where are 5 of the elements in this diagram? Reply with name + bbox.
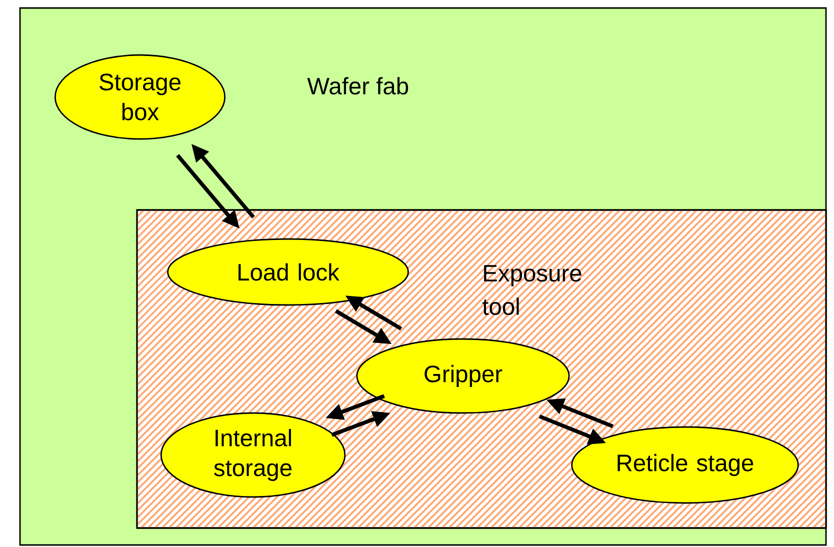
ellipse-node: Load lock xyxy=(167,238,409,306)
ellipse-node: Storage box xyxy=(54,54,226,140)
ellipse-node: Gripper xyxy=(356,338,570,414)
ellipse-node: Internal storage xyxy=(160,412,346,498)
ellipse-node: Reticle stage xyxy=(571,426,799,504)
